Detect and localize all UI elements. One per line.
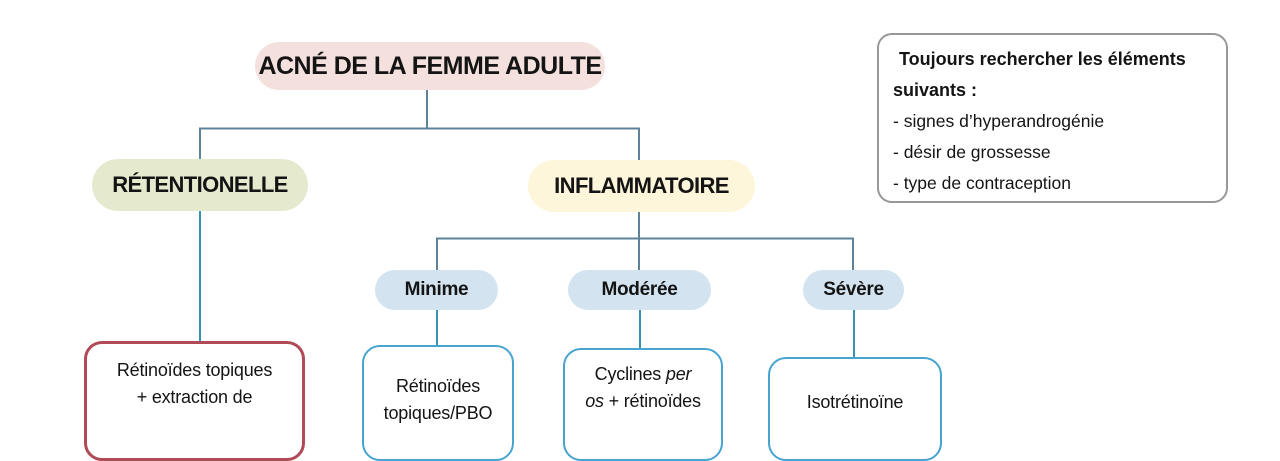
treatment-line: + extraction de: [136, 387, 253, 407]
treatment-line: topiques/PBO: [383, 403, 493, 423]
treatment-line: Rétinoïdes topiques: [116, 360, 273, 380]
note-heading-line: Toujours rechercher les éléments: [899, 49, 1186, 69]
note-item: - type de contraception: [893, 173, 1072, 193]
branch-node-inflammatoire: INFLAMMATOIRE: [528, 160, 755, 212]
note-box: Toujours rechercher les éléments suivant…: [877, 33, 1228, 203]
treatment-line: os + rétinoïdes: [585, 391, 701, 411]
note-item: - désir de grossesse: [893, 142, 1051, 162]
severity-label: Sévère: [823, 279, 884, 300]
treatment-box-moderee: Cyclines per os + rétinoïdes: [563, 348, 723, 461]
severity-label: Modérée: [601, 279, 678, 300]
treatment-box-retentionelle: Rétinoïdes topiques + extraction de: [84, 341, 305, 461]
treatment-line: Isotrétinoïne: [806, 392, 904, 412]
severity-node-severe: Sévère: [803, 270, 904, 310]
connector-lines: [199, 90, 855, 357]
branch-node-label: INFLAMMATOIRE: [554, 173, 729, 198]
connector-bracket-2: [436, 237, 854, 270]
treatment-box-minime: Rétinoïdes topiques/PBO: [362, 345, 514, 461]
note-item: - signes d’hyperandrogénie: [893, 111, 1105, 131]
branch-node-retentionelle: RÉTENTIONELLE: [92, 159, 308, 211]
severity-node-minime: Minime: [375, 270, 498, 310]
connector-bracket-1: [199, 127, 640, 160]
root-node-label: ACNÉ DE LA FEMME ADULTE: [258, 51, 602, 80]
severity-label: Minime: [404, 279, 469, 300]
note-heading-line: suivants :: [893, 80, 978, 100]
severity-node-moderee: Modérée: [568, 270, 711, 310]
treatment-box-severe: Isotrétinoïne: [768, 357, 942, 461]
root-node-acne-femme-adulte: ACNÉ DE LA FEMME ADULTE: [255, 42, 605, 90]
branch-node-label: RÉTENTIONELLE: [112, 172, 288, 197]
treatment-line: Rétinoïdes: [395, 376, 481, 396]
treatment-line: Cyclines per: [594, 364, 692, 384]
